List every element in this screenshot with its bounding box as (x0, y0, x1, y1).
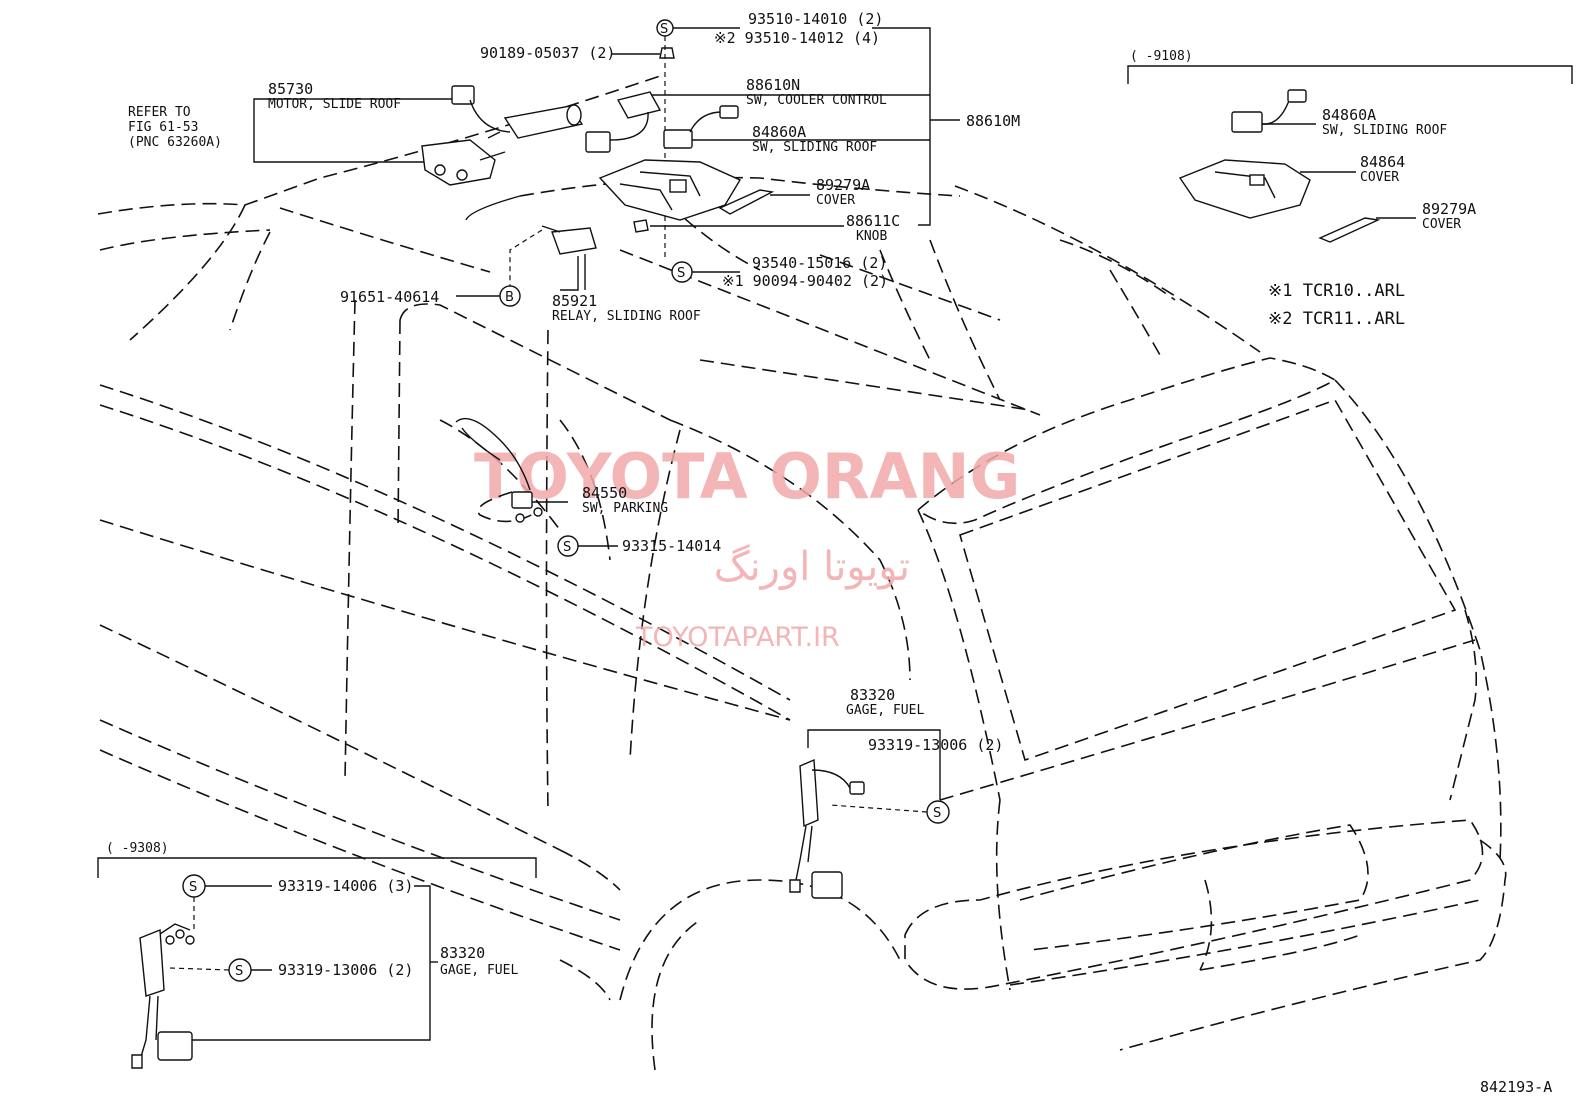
part-number: 91651-40614 (340, 288, 439, 306)
part-number: 84860A (1322, 106, 1376, 124)
screw-symbol-label: S (563, 540, 571, 555)
diagram-id: 842193-A (1480, 1078, 1552, 1096)
part-desc: MOTOR, SLIDE ROOF (268, 97, 401, 112)
inset-range: ( -9108) (1130, 49, 1193, 64)
part-desc: GAGE, FUEL (440, 963, 518, 978)
screw-symbol-label: S (189, 880, 197, 895)
part-desc: COVER (1422, 217, 1461, 232)
part-number: 89279A (1422, 200, 1476, 218)
part-desc: COVER (1360, 170, 1399, 185)
part-number-alt: ※1 90094-90402 (2) (722, 272, 888, 290)
refer-note: REFER TO FIG 61-53 (PNC 63260A) (128, 98, 262, 163)
screw-symbol-label: S (660, 22, 668, 37)
part-number: 89279A (816, 176, 870, 194)
refer-line-2: FIG 61-53 (128, 120, 198, 135)
part-number: 93319-13006 (2) (278, 961, 413, 979)
part-desc: KNOB (856, 229, 887, 244)
screw-symbol-label: S (933, 806, 941, 821)
watermark-brand: TOYOTA ORANG (474, 440, 1020, 513)
inset-range: ( -9308) (106, 841, 169, 856)
part-desc: SW, PARKING (582, 501, 668, 516)
part-number: 90189-05037 (2) (480, 44, 615, 62)
part-desc: SW, SLIDING ROOF (1322, 123, 1447, 138)
watermark-url: TOYOTAPART.IR (635, 622, 840, 653)
callout-91651: 91651-40614 B (340, 285, 521, 307)
motor-slide-roof (421, 85, 584, 186)
inset-right: ( -9108) 84860A SW, SLIDING ROOF 84864 C… (1127, 49, 1573, 243)
part-number: 88610M (966, 112, 1020, 130)
part-desc: SW, SLIDING ROOF (752, 140, 877, 155)
part-desc: COVER (816, 193, 855, 208)
watermark-brand-fa: تویوتا اورنگ (714, 544, 910, 590)
model-notes: ※1 TCR10..ARL ※2 TCR11..ARL (1268, 281, 1405, 329)
watermark: TOYOTA ORANG تویوتا اورنگ TOYOTAPART.IR (474, 440, 1020, 653)
part-desc: SW, COOLER CONTROL (746, 93, 887, 108)
part-number: 88611C (846, 212, 900, 230)
callout-93540: S 93540-15016 (2) ※1 90094-90402 (2) (671, 254, 888, 290)
screw-symbol-label: S (677, 266, 685, 281)
inset-left: ( -9308) S 93319-14006 (3) S 93319-13006… (97, 841, 537, 1069)
callout-85921: 85921 RELAY, SLIDING ROOF (465, 195, 701, 324)
overhead-console (598, 159, 742, 221)
note-1: ※1 TCR10..ARL (1268, 281, 1405, 301)
part-number: 93319-13006 (2) (868, 736, 1003, 754)
callout-93510: S 93510-14010 (2) ※2 93510-14012 (4) (656, 10, 883, 260)
refer-line-3: (PNC 63260A) (128, 135, 222, 150)
bolt-symbol (499, 285, 521, 307)
part-number-alt: ※2 93510-14012 (4) (714, 29, 880, 47)
callout-83320-main: 83320 GAGE, FUEL 93319-13006 (2) S (789, 686, 1003, 899)
part-number: 85730 (268, 80, 313, 98)
callout-88611C: 88611C KNOB (633, 212, 900, 244)
part-number: 93540-15016 (2) (752, 254, 887, 272)
callout-88610N: 88610N SW, COOLER CONTROL (585, 76, 887, 153)
refer-line-1: REFER TO (128, 105, 191, 120)
part-number: 84864 (1360, 153, 1405, 171)
callout-90189: 90189-05037 (2) (480, 44, 675, 62)
callout-89279A: 89279A COVER (718, 176, 870, 215)
part-number: 93510-14010 (2) (748, 10, 883, 28)
callout-84550: 84550 SW, PARKING S 93315-14014 (455, 417, 721, 557)
screw-symbol-label: S (235, 964, 243, 979)
callout-84860A: 84860A SW, SLIDING ROOF (663, 105, 877, 155)
part-number: 85921 (552, 292, 597, 310)
bolt-symbol-label: B (505, 290, 514, 305)
part-desc: GAGE, FUEL (846, 703, 924, 718)
part-number: 83320 (440, 944, 485, 962)
part-number: 93315-14014 (622, 537, 721, 555)
part-desc: RELAY, SLIDING ROOF (552, 309, 701, 324)
vehicle-outline (97, 75, 1507, 1071)
part-number: 88610N (746, 76, 800, 94)
callout-88610M: 88610M (740, 27, 1020, 226)
part-number: 84550 (582, 484, 627, 502)
note-2: ※2 TCR11..ARL (1268, 309, 1405, 329)
part-number: 83320 (850, 686, 895, 704)
part-number: 93319-14006 (3) (278, 877, 413, 895)
part-number: 84860A (752, 123, 806, 141)
